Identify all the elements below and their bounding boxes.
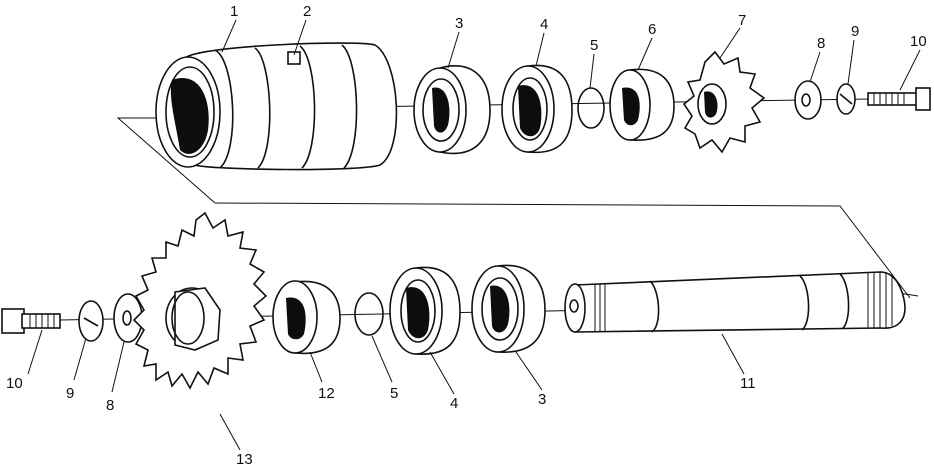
callout-part-4: 4 <box>540 16 548 33</box>
callout-part-11: 11 <box>740 375 756 392</box>
part-3-bearing-bottom <box>471 264 546 353</box>
part-7-small-sprocket <box>682 50 766 154</box>
part-4-seal-top <box>501 64 573 154</box>
frame-right-lower <box>214 202 911 299</box>
part-6-spacer-top <box>609 68 675 141</box>
part-10-bolt-bottom <box>1 308 61 334</box>
callouts-top: 1 2 3 4 5 6 7 8 9 10 <box>230 3 927 54</box>
leader-lines <box>27 19 921 451</box>
part-8-washer-top <box>794 80 822 120</box>
callout-part-9: 9 <box>851 23 859 40</box>
callout-part-12: 12 <box>318 385 335 402</box>
callout-part-1: 1 <box>230 3 238 20</box>
part-1-housing <box>155 42 398 171</box>
callout-part-3: 3 <box>455 15 463 32</box>
callout-part-7: 7 <box>738 12 746 29</box>
frame-left-upper <box>116 117 216 204</box>
part-4-seal-bottom <box>389 266 461 355</box>
part-13-large-sprocket <box>132 211 268 390</box>
part-12-spacer-bottom <box>272 280 341 355</box>
part-9-lockwasher-top <box>836 83 856 115</box>
callout-part-3: 3 <box>538 391 546 408</box>
callout-part-13: 13 <box>236 451 253 466</box>
callout-part-6: 6 <box>648 21 656 38</box>
part-11-shaft <box>564 271 906 333</box>
part-10-bolt-top <box>867 87 931 111</box>
part-8-washer-bottom <box>113 293 143 343</box>
callout-part-5: 5 <box>590 37 598 54</box>
part-3-bearing-top <box>413 65 491 155</box>
callout-part-10: 10 <box>6 375 23 392</box>
grease-fitting <box>287 51 301 65</box>
part-5-oring-top <box>577 87 605 129</box>
part-9-lockwasher-bottom <box>78 300 104 342</box>
callout-part-2: 2 <box>303 3 311 20</box>
callout-part-8: 8 <box>817 35 825 52</box>
callout-part-5: 5 <box>390 385 398 402</box>
part-5-oring-bottom <box>354 292 384 336</box>
callouts-bottom: 10 9 8 13 12 5 4 3 11 <box>6 375 756 466</box>
callout-part-10: 10 <box>910 33 927 50</box>
callout-part-4: 4 <box>450 395 458 412</box>
callout-part-9: 9 <box>66 385 74 402</box>
callout-part-8: 8 <box>106 397 114 414</box>
